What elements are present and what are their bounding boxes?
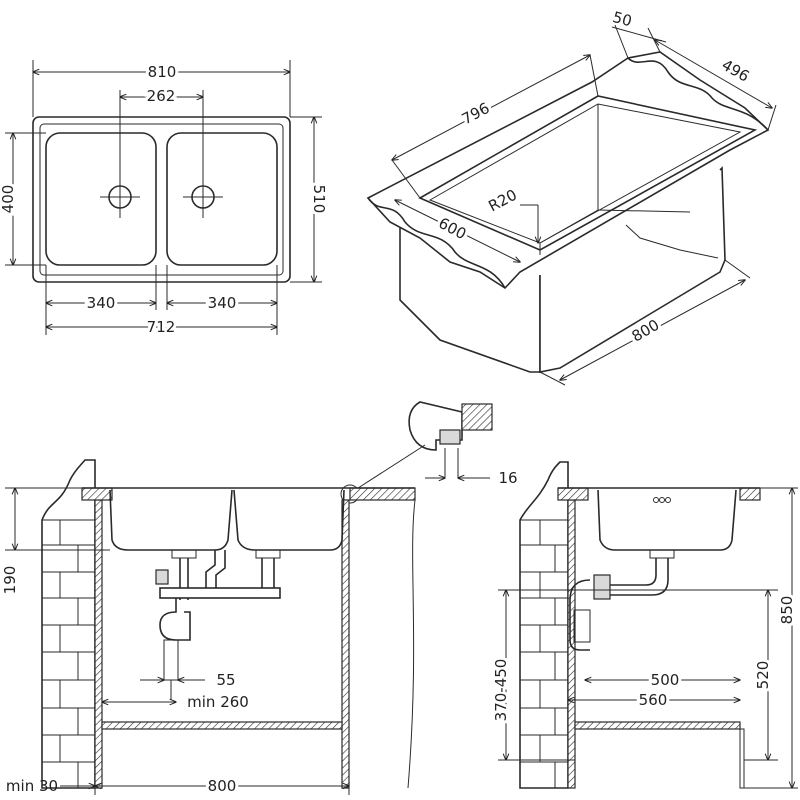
dim-bowl-height-front: 190 [1, 566, 19, 595]
cabinet-side-left [94, 499, 103, 789]
dim-cabinet-depth: 560 [639, 691, 668, 709]
front-bowl-right [233, 489, 345, 551]
dim-counter-height: 850 [778, 596, 796, 625]
dim-drain-spacing: 262 [147, 87, 176, 105]
dim-bowl-right-width: 340 [208, 294, 237, 312]
dim-bowl-left-width: 340 [87, 294, 116, 312]
side-trap-icon [569, 579, 591, 651]
detail-worktop-section [461, 403, 493, 431]
dim-min-wall-gap: min 30 [6, 777, 58, 795]
sink-inner-rim [39, 123, 284, 276]
dim-length: 796 [459, 99, 493, 128]
edge-detail: 16 [340, 401, 518, 504]
sink-outline [32, 116, 291, 283]
brick-wall-left [41, 459, 96, 789]
dim-cabinet-width-front: 800 [208, 777, 237, 795]
cabinet-3d-view: 50 496 796 R20 600 800 [366, 8, 777, 386]
bowl-right [166, 132, 278, 266]
dim-edge-thickness: 16 [498, 469, 517, 487]
dim-drain-height: 370-450 [492, 659, 510, 722]
dim-drain-depth: 500 [651, 671, 680, 689]
top-view: 810 262 400 510 340 340 712 [0, 60, 331, 339]
drain-right-icon [183, 90, 223, 218]
drain-left-icon [100, 90, 140, 218]
dim-trap-height: 520 [754, 661, 772, 690]
cabinet-shelf [101, 721, 343, 730]
dim-frame-depth: 50 [611, 8, 634, 30]
front-bowl-left [109, 489, 233, 551]
drain-pipe-horizontal [159, 587, 281, 599]
dim-overall-width: 810 [148, 63, 177, 81]
overflow-icon [653, 497, 671, 503]
side-view: 370-450 500 560 520 850 [489, 461, 799, 789]
siphon-trap-icon [159, 598, 191, 641]
side-bowl [597, 489, 737, 551]
bowl-left [45, 132, 157, 266]
dim-depth: 496 [719, 56, 753, 86]
cabinet-side-right [341, 499, 350, 789]
dim-bowl-height: 400 [0, 185, 17, 214]
dim-drain-offset: 55 [216, 671, 235, 689]
dim-bowls-total-width: 712 [147, 318, 176, 336]
dim-overall-depth: 510 [310, 185, 328, 214]
front-view: 190 55 min 260 min 30 800 [1, 459, 416, 798]
dim-min-drain-distance: min 260 [187, 693, 249, 711]
